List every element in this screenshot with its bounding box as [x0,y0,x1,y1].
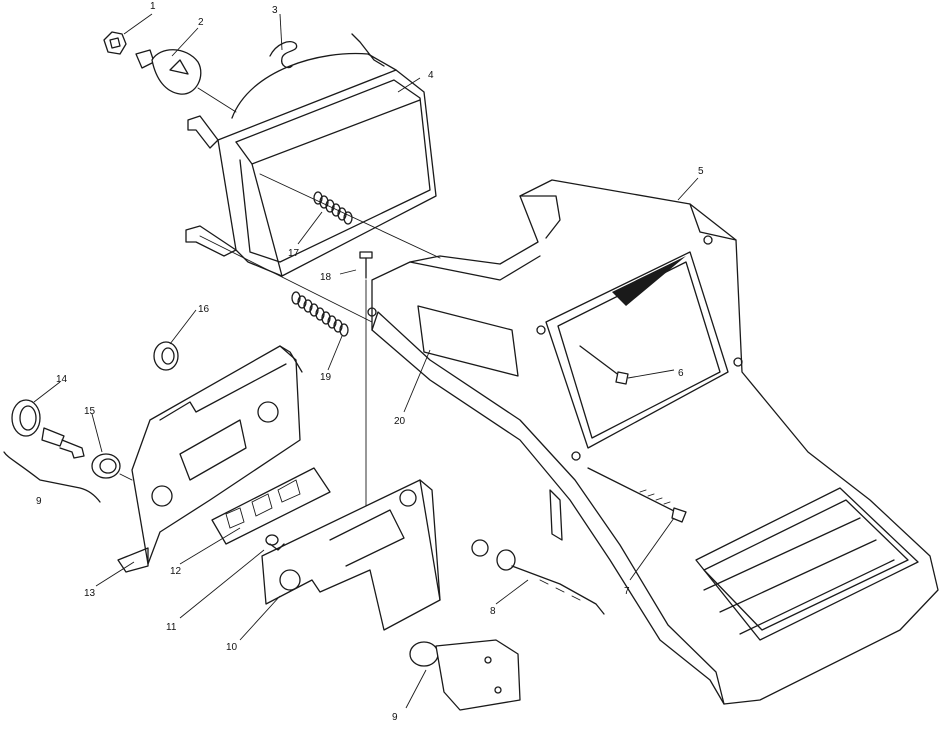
part-button-11 [265,534,285,551]
part-switch-bracket [261,479,441,631]
callout-18: 18 [320,272,332,283]
callout-13: 13 [84,588,96,599]
callout-16: 16 [198,304,210,315]
part-springs [199,173,441,337]
part-label-decal [211,467,331,545]
part-key-switch [3,399,133,503]
callout-5: 5 [698,166,704,177]
callout-2: 2 [198,17,204,28]
callout-8: 8 [490,606,496,617]
part-screws-6-7 [579,345,687,523]
part-instrument-panel [117,345,303,573]
part-switch-hardware-8 [471,539,605,615]
part-grommet-16 [153,341,179,371]
callout-4: 4 [428,70,434,81]
callout-labels: 1 2 3 4 5 6 7 8 9 9 10 11 12 13 14 15 16… [36,1,704,723]
part-hood-housing [367,179,939,705]
callout-15: 15 [84,406,96,417]
callout-14: 14 [56,374,68,385]
callout-11: 11 [166,622,177,633]
callout-9-toggle: 9 [392,712,398,723]
callout-7: 7 [624,586,630,597]
callout-6: 6 [678,368,684,379]
part-screw-18 [359,251,373,521]
part-headlight-housing [185,33,437,277]
part-bulb-assembly [103,31,298,113]
callout-10: 10 [226,642,238,653]
part-toggle-switch-9 [409,639,521,711]
callout-17: 17 [288,248,300,259]
callout-9-key: 9 [36,496,42,507]
callout-12: 12 [170,566,182,577]
callout-19: 19 [320,372,332,383]
callout-leaders [33,13,699,709]
callout-1: 1 [150,1,156,12]
callout-3: 3 [272,5,278,16]
callout-20: 20 [394,416,406,427]
spring-19 [291,291,349,337]
